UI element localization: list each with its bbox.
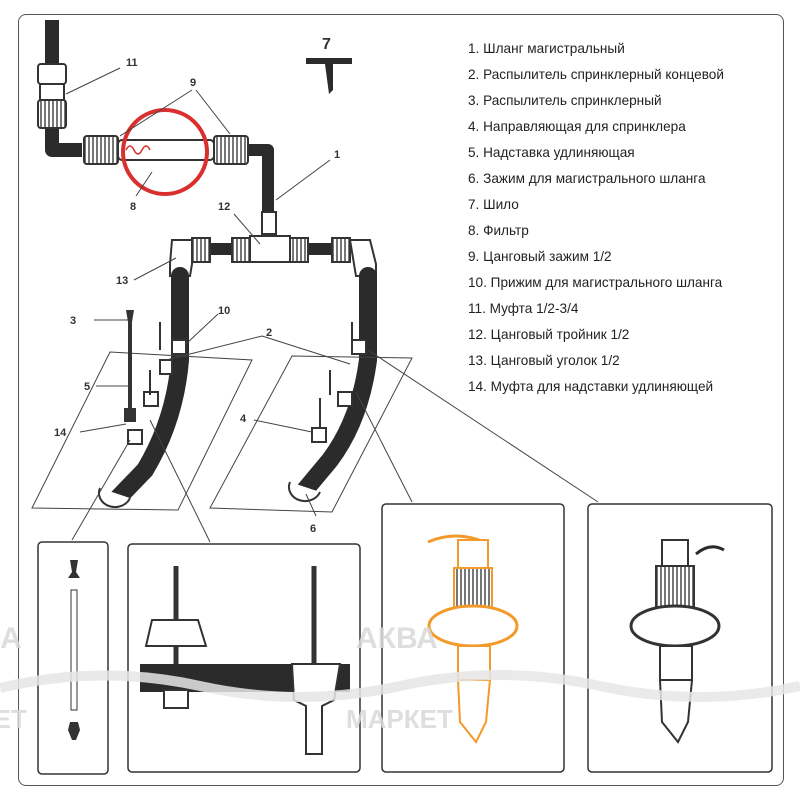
detail-panel-sprinkler <box>587 503 773 773</box>
filter-highlight-ring <box>121 108 209 196</box>
main-hose <box>45 20 274 215</box>
ground-planes <box>31 351 413 513</box>
callout-9: 9 <box>190 77 196 89</box>
legend-item: 11. Муфта 1/2-3/4 <box>468 301 579 316</box>
parts-legend: 1. Шланг магистральный 2. Распылитель сп… <box>468 36 788 400</box>
callout-13: 13 <box>116 275 128 287</box>
callout-5: 5 <box>84 381 90 393</box>
callout-1: 1 <box>334 149 340 161</box>
callout-6: 6 <box>310 523 316 535</box>
callout-10: 10 <box>218 305 230 317</box>
watermark: АКВА МАРКЕТ АКВА МАРКЕТ <box>0 622 800 734</box>
legend-item: 14. Муфта для надставки удлиняющей <box>468 379 714 394</box>
lateral-hoses <box>97 267 377 509</box>
detail-panel-end-sprinkler <box>381 503 565 773</box>
sprinkler-stakes <box>127 322 367 445</box>
legend-item: 7. Шило <box>468 197 519 212</box>
callout-14: 14 <box>54 427 67 439</box>
legend-item: 2. Распылитель спринклерный концевой <box>468 67 724 82</box>
callout-12: 12 <box>218 201 230 213</box>
watermark-line-2: МАРКЕТ <box>346 704 453 734</box>
callout-8: 8 <box>130 201 136 213</box>
callout-labels: 1 2 3 4 5 6 7 8 9 10 11 12 13 14 <box>54 36 340 535</box>
legend-item: 1. Шланг магистральный <box>468 41 625 56</box>
legend-item: 6. Зажим для магистрального шланга <box>468 171 706 186</box>
legend-item: 10. Прижим для магистрального шланга <box>468 275 723 290</box>
awl-part-7 <box>306 58 352 94</box>
callout-4: 4 <box>240 413 247 425</box>
legend-item: 5. Надставка удлиняющая <box>468 145 635 160</box>
watermark-line-1-left: АКВА <box>0 622 22 655</box>
coupling-part-11 <box>37 63 67 129</box>
tee-and-manifold <box>169 211 377 277</box>
legend-item: 3. Распылитель спринклерный <box>468 93 662 108</box>
extension-with-sprinkler <box>124 310 136 422</box>
filter-assembly <box>83 135 249 165</box>
watermark-line-1: АКВА <box>356 622 438 655</box>
callout-3: 3 <box>70 315 76 327</box>
watermark-line-2-left: МАРКЕТ <box>0 704 27 734</box>
callout-7: 7 <box>322 36 331 53</box>
legend-item: 8. Фильтр <box>468 223 529 238</box>
legend-item: 12. Цанговый тройник 1/2 <box>468 327 630 342</box>
callout-11: 11 <box>126 57 138 69</box>
detail-panel-mounting <box>127 543 361 773</box>
legend-item: 4. Направляющая для спринклера <box>468 119 686 134</box>
detail-panel-extension <box>37 541 109 775</box>
callout-2: 2 <box>266 327 272 339</box>
leader-lines <box>65 67 599 543</box>
legend-item: 13. Цанговый уголок 1/2 <box>468 353 620 368</box>
legend-item: 9. Цанговый зажим 1/2 <box>468 249 612 264</box>
